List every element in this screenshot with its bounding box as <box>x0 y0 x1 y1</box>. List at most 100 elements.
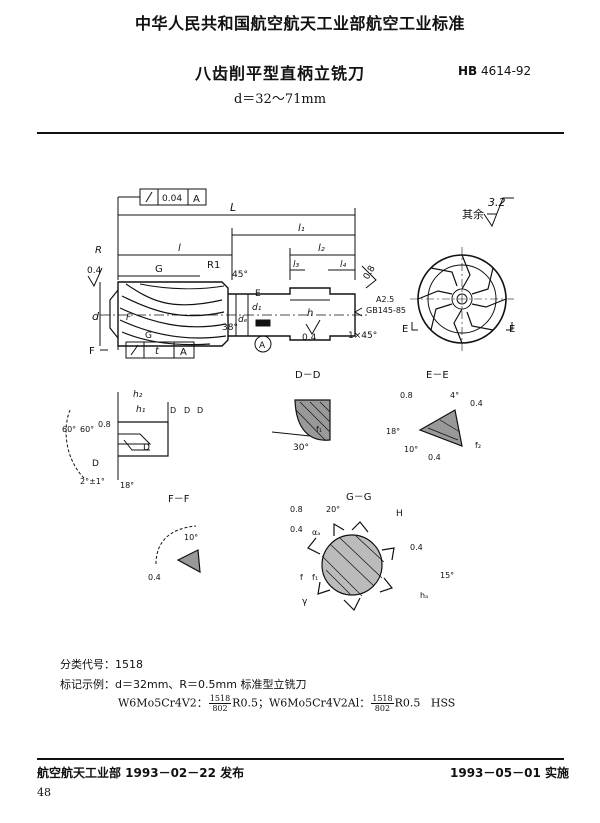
technical-drawing: 其余 3.2 0.04 A L l₁ R l l₂ R1 45° l₃ l₄ 0… <box>62 188 515 612</box>
tooth-detail-view: h₂ h₁ 60° 60° 0.8 D D D D D 2°±1° 18° <box>62 390 203 490</box>
label-gamma: γ <box>302 597 308 607</box>
label-d: d <box>92 310 100 323</box>
angle-18-detail: 18° <box>120 481 134 490</box>
section-GG-title: G－G <box>346 492 372 503</box>
label-f1-GG: f₁ <box>312 573 318 582</box>
tolerance-value: 0.04 <box>162 194 182 204</box>
roughness-rest-label: 其余 <box>462 207 484 221</box>
label-d1: d₁ <box>252 303 262 313</box>
roughness-04-GG: 0.4 <box>290 525 303 534</box>
fraction-1-num: 1518 <box>208 694 232 704</box>
diameter-range: d＝32～71mm <box>233 92 327 107</box>
radius-R: R <box>95 245 102 256</box>
label-alpha: αₐ <box>312 528 320 537</box>
roughness-08-detail: 0.8 <box>98 420 111 429</box>
section-E-E: E－E 0.8 4° 0.4 18° 10° 0.4 f₂ <box>386 370 483 462</box>
radius-R1: R1 <box>207 260 220 271</box>
tolerance-frame-bottom: F t A G <box>89 331 195 359</box>
suffix-1: R0.5 <box>232 696 258 710</box>
label-F-bottom: F <box>89 346 95 357</box>
section-G-G: G－G 0.8 0.4 20° αₐ H 0.4 15° hₐ f f₁ γ <box>290 492 454 612</box>
label-h1: h₁ <box>136 405 146 415</box>
hss-label: HSS <box>430 696 456 710</box>
label-f1: f₁ <box>316 425 322 434</box>
label-D1: D <box>184 406 190 415</box>
label-h: h <box>307 308 313 319</box>
label-F-flute: F <box>126 313 132 323</box>
roughness-08-EE: 0.8 <box>400 391 413 400</box>
arrow-icon <box>353 307 363 317</box>
label-E-box: E <box>255 289 261 299</box>
roughness-08-GG: 0.8 <box>290 505 303 514</box>
fraction-1-den: 802 <box>212 704 228 713</box>
material-1: W6Mo5Cr4V2： <box>118 696 208 710</box>
chamfer-1x45: 1×45° <box>348 331 377 341</box>
angle-30: 30° <box>293 443 309 453</box>
angle-18-EE: 18° <box>386 427 400 436</box>
dim-l2: l₂ <box>318 243 325 254</box>
label-G-top: G <box>155 264 163 275</box>
document-title: 八齿削平型直柄立铣刀 <box>194 64 365 83</box>
roughness-icon-b <box>305 319 321 335</box>
angle-2: 2°±1° <box>80 477 105 486</box>
label-h2: h₂ <box>133 390 143 400</box>
issuing-organization: 中华人民共和国航空航天工业部航空工业标准 <box>134 14 465 33</box>
angle-4: 4° <box>450 391 459 400</box>
tolerance-frame-top: 0.04 A <box>117 188 207 280</box>
label-D-left: D <box>92 459 99 469</box>
material-2: ；W6Mo5Cr4V2Al： <box>257 696 371 710</box>
section-FF-title: F－F <box>168 494 190 505</box>
roughness-icon-a <box>87 267 103 288</box>
standard-number: HB 4614-92 <box>458 64 531 78</box>
dim-l4: l₄ <box>340 260 347 270</box>
suffix-2: R0.5 <box>394 696 421 710</box>
fraction-2-den: 802 <box>374 704 391 713</box>
section-DD-title: D－D <box>295 370 321 381</box>
page-number: 48 <box>37 786 51 799</box>
header-rule <box>37 132 564 134</box>
label-ha: hₐ <box>420 591 428 600</box>
datum-a-circle <box>254 335 272 353</box>
label-f2: f₂ <box>475 441 481 450</box>
label-D2: D <box>197 406 203 415</box>
datum-a-top: A <box>193 194 200 205</box>
footer-rule <box>37 758 564 760</box>
standard-code: 4614-92 <box>481 64 532 78</box>
dim-L: L <box>230 201 236 214</box>
label-D-inner: D <box>143 443 150 453</box>
angle-10-FF: 10° <box>184 533 198 542</box>
datum-a-triangle <box>255 319 271 327</box>
issue-date: 航空航天工业部 1993－02－22 发布 <box>37 766 245 780</box>
label-de: dₑ <box>238 315 248 325</box>
angle-38: 38° <box>222 323 238 333</box>
roughness-04-a: 0.4 <box>87 266 102 276</box>
dim-l: l <box>178 243 181 254</box>
roughness-04-EE: 0.4 <box>470 399 483 408</box>
standard-prefix: HB <box>458 64 478 78</box>
center-hole-std: GB145-85 <box>366 306 406 315</box>
roughness-04-b: 0.4 <box>302 333 317 343</box>
fraction-2-num: 1518 <box>371 694 394 704</box>
roughness-icon-shank <box>361 265 377 289</box>
angle-45: 45° <box>232 270 248 280</box>
angle-20: 20° <box>326 505 340 514</box>
angle-60: 60° <box>62 425 76 434</box>
roughness-rest-value: 3.2 <box>488 196 506 209</box>
angle-15: 15° <box>440 571 454 580</box>
label-E-left: E <box>402 324 408 335</box>
label-f-GG: f <box>300 573 303 582</box>
datum-a-bottom: A <box>180 347 187 358</box>
roughness-symbol-icon <box>483 197 514 228</box>
center-hole-a25: A2.5 <box>376 295 394 304</box>
angle-60b: 60° <box>80 425 94 434</box>
end-mill-side-view <box>100 281 370 347</box>
angle-10-EE: 10° <box>404 445 418 454</box>
roughness-04-EE-b: 0.4 <box>428 453 441 462</box>
section-D-D: D－D 30° f₁ <box>271 370 331 453</box>
tolerance-t: t <box>155 346 160 357</box>
label-G-bottom: G <box>145 331 152 341</box>
classification-code: 分类代号：1518 <box>60 658 143 671</box>
